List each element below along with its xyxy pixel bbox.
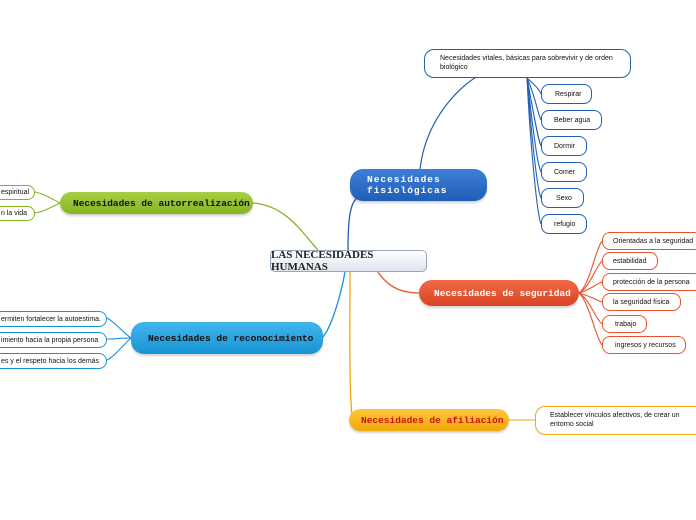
fisiologicas-item-label: Beber agua	[554, 116, 591, 124]
seguridad-item-label: trabajo	[615, 320, 637, 328]
afiliacion-item-label: Establecer vínculos afectivos, de crear …	[550, 412, 680, 428]
topic-afiliacion-label: Necesidades de afiliación	[361, 414, 504, 426]
fisiologicas-item[interactable]: Dormir	[541, 136, 587, 156]
seguridad-item-label: estabilidad	[613, 257, 647, 265]
fisiologicas-item[interactable]: Beber agua	[541, 110, 602, 130]
seguridad-item[interactable]: estabilidad	[602, 252, 658, 270]
fisiologicas-item[interactable]: Sexo	[541, 188, 584, 208]
connector-autorrealizacion	[251, 202, 319, 251]
fisiologicas-item[interactable]: Comer	[541, 162, 587, 182]
autorrealizacion-item-label: espiritual	[1, 189, 30, 196]
topic-fisiologicas[interactable]: Necesidades fisiológicas	[350, 169, 487, 201]
topic-seguridad-label: Necesidades de seguridad	[434, 287, 571, 299]
seguridad-item[interactable]: la seguridad física	[602, 293, 681, 311]
seguridad-item-label: ingresos y recursos	[615, 341, 676, 349]
fisiologicas-item[interactable]: refugio	[541, 214, 587, 234]
reconocimiento-item[interactable]: imiento hacia la propia persona	[0, 332, 107, 348]
seguridad-item[interactable]: ingresos y recursos	[602, 336, 686, 354]
autorrealizacion-item[interactable]: espiritual	[0, 185, 35, 200]
topic-fisiologicas-line1: Necesidades	[367, 174, 441, 185]
fisiologicas-item-label: refugio	[554, 220, 576, 228]
fisiologicas-item-label: Respirar	[555, 90, 582, 98]
topic-reconocimiento[interactable]: Necesidades de reconocimiento	[131, 322, 323, 354]
seguridad-item[interactable]: Orientadas a la seguridad	[602, 232, 696, 250]
topic-autorrealizacion-label: Necesidades de autorrealización	[73, 197, 250, 209]
topic-seguridad[interactable]: Necesidades de seguridad	[419, 280, 579, 306]
seguridad-item[interactable]: trabajo	[602, 315, 647, 333]
seguridad-item[interactable]: protección de la persona	[602, 273, 696, 291]
seguridad-item-label: Orientadas a la seguridad	[613, 237, 694, 245]
fisiologicas-item-label: Dormir	[554, 142, 575, 150]
fisiologicas-item-label: Sexo	[556, 194, 572, 202]
topic-fisiologicas-line2: fisiológicas	[367, 185, 448, 196]
fisiologicas-description[interactable]: Necesidades vitales, básicas para sobrev…	[424, 49, 631, 78]
reconocimiento-item[interactable]: es y el respeto hacia los demás	[0, 353, 107, 369]
reconocimiento-item-label: es y el respeto hacia los demás	[1, 357, 100, 365]
fisiologicas-item-label: Comer	[554, 168, 576, 176]
seguridad-item-label: la seguridad física	[613, 298, 670, 306]
afiliacion-item[interactable]: Establecer vínculos afectivos, de crear …	[535, 406, 696, 435]
autorrealizacion-item[interactable]: n la vida	[0, 206, 35, 221]
topic-autorrealizacion[interactable]: Necesidades de autorrealización	[60, 192, 253, 214]
central-topic[interactable]: LAS NECESIDADES HUMANAS	[270, 249, 427, 273]
fisiologicas-description-text: Necesidades vitales, básicas para sobrev…	[440, 55, 613, 71]
reconocimiento-item-label: imiento hacia la propia persona	[1, 336, 99, 344]
connector-reconocimiento	[321, 271, 346, 339]
reconocimiento-item-label: ermiten fortalecer la autoestima.	[1, 315, 101, 323]
autorrealizacion-item-label: n la vida	[1, 210, 28, 217]
reconocimiento-item[interactable]: ermiten fortalecer la autoestima.	[0, 311, 107, 327]
connector-afiliacion	[349, 271, 353, 419]
connector-fisiologicas	[347, 198, 357, 251]
seguridad-item-label: protección de la persona	[613, 278, 690, 286]
central-topic-label: LAS NECESIDADES HUMANAS	[271, 249, 374, 273]
connector-seguridad	[377, 271, 421, 294]
fisiologicas-item[interactable]: Respirar	[541, 84, 592, 104]
topic-afiliacion[interactable]: Necesidades de afiliación	[349, 409, 509, 431]
topic-reconocimiento-label: Necesidades de reconocimiento	[148, 332, 314, 344]
